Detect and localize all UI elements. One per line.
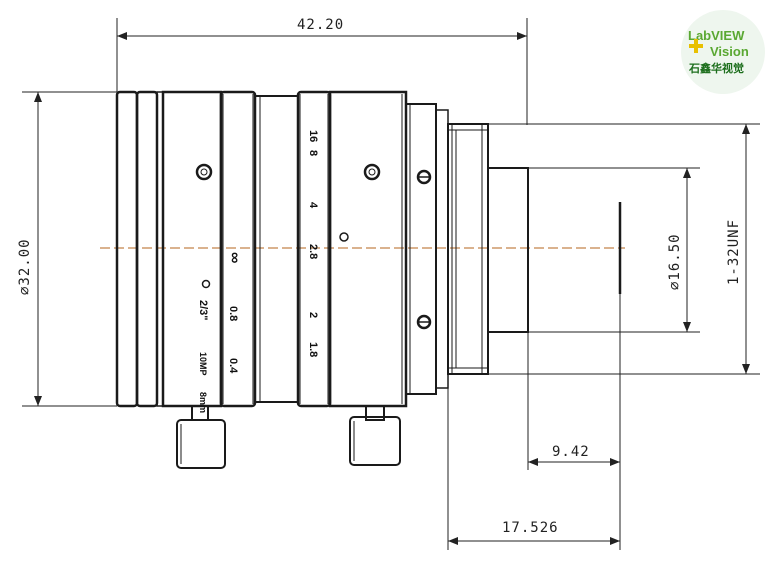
iris-2: 2 [307, 312, 319, 318]
focus-near-2: 0.4 [227, 358, 239, 374]
svg-text:石鑫华视觉: 石鑫华视觉 [688, 61, 744, 75]
focus-near-1: 0.8 [227, 306, 239, 321]
dimension-thread: 1-32UNF [488, 123, 760, 375]
dimension-back-focal: 17.526 [447, 388, 620, 550]
svg-text:LabVIEW: LabVIEW [688, 28, 745, 43]
infinity-mark: ∞ [226, 252, 243, 263]
resolution-mark: 10MP [198, 352, 208, 376]
iris-1-8: 1.8 [307, 342, 319, 357]
svg-text:17.526: 17.526 [502, 520, 559, 536]
svg-text:1-32UNF: 1-32UNF [726, 219, 742, 285]
iris-ring-labels: 16 8 4 2.8 2 1.8 [307, 130, 319, 357]
dimension-flange: 9.42 [527, 294, 621, 550]
screw-focus [176, 405, 226, 469]
iris-2-8: 2.8 [307, 244, 319, 259]
dimension-mount-diameter: ⌀16.50 [528, 167, 700, 333]
lens-body [115, 90, 529, 408]
labview-vision-logo: LabVIEW Vision 石鑫华视觉 [681, 10, 765, 94]
iris-8: 8 [307, 150, 319, 156]
dimension-body-diameter: ⌀32.00 [17, 91, 117, 407]
dimension-total-length: 42.20 [116, 17, 528, 125]
iris-16: 16 [307, 130, 319, 142]
svg-text:Vision: Vision [710, 44, 749, 59]
iris-4: 4 [307, 202, 319, 209]
body-diameter-label: ⌀32.00 [17, 238, 33, 295]
screw-iris [349, 405, 401, 466]
lens-holes [195, 163, 432, 330]
focus-ring-labels: ∞ 0.8 0.4 2/3" 10MP 8mm [197, 252, 243, 413]
focal-mark: 8mm [198, 392, 208, 413]
total-length-label: 42.20 [297, 17, 344, 33]
svg-text:9.42: 9.42 [552, 444, 590, 460]
svg-text:⌀16.50: ⌀16.50 [667, 233, 683, 290]
format-mark: 2/3" [197, 300, 209, 321]
